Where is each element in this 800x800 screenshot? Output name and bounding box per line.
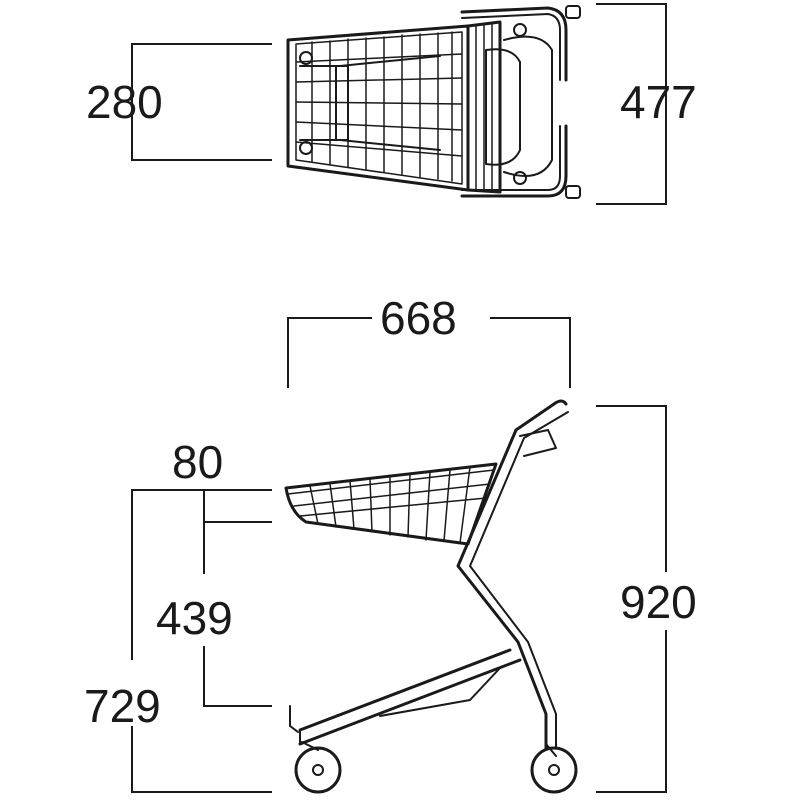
dim-line-basket-height xyxy=(131,489,272,793)
top-end-gate-wires xyxy=(475,23,493,192)
side-wheel-rear xyxy=(530,746,578,794)
side-main-frame xyxy=(456,399,568,750)
side-lower-tray xyxy=(379,667,501,717)
side-seat-flap xyxy=(519,429,557,457)
side-wheel-rear-hub xyxy=(548,764,560,776)
top-handle-frame-inner xyxy=(461,13,561,191)
dim-label-total-height: 920 xyxy=(620,576,697,628)
top-wheel-front-right xyxy=(299,141,313,155)
top-view-cart xyxy=(286,5,581,199)
top-wheel-rear-right xyxy=(565,185,581,199)
dim-line-total-height xyxy=(596,405,667,793)
dim-line-lower-height xyxy=(203,522,272,707)
side-wheel-front-hub xyxy=(312,764,324,776)
dim-label-top-width: 280 xyxy=(86,76,163,128)
top-hinge-left xyxy=(513,23,527,37)
dim-label-basket-depth: 80 xyxy=(172,436,223,488)
side-basket-wires xyxy=(309,466,471,544)
side-basket-rails xyxy=(287,469,495,517)
side-wheel-front xyxy=(294,746,342,794)
side-rear-caster xyxy=(545,743,557,757)
side-basket-outline xyxy=(284,462,498,546)
top-dimension-lines xyxy=(131,3,667,205)
side-dimension-lines xyxy=(131,317,667,793)
dim-label-side-length: 668 xyxy=(380,292,457,344)
dim-label-lower-height: 439 xyxy=(156,592,233,644)
top-basket-outline xyxy=(286,24,470,192)
side-main-frame-inner xyxy=(469,411,569,749)
dim-label-basket-height: 729 xyxy=(84,680,161,732)
dim-line-side-length xyxy=(287,317,571,388)
top-hinge-right xyxy=(513,171,527,185)
top-frame-crossbar xyxy=(335,65,349,141)
top-basket-horizontal-wires xyxy=(295,53,463,157)
top-handle-guard xyxy=(503,35,553,177)
side-view-cart xyxy=(284,399,578,794)
top-wheel-front-left xyxy=(299,51,313,65)
top-handle-frame xyxy=(460,6,568,198)
top-basket-vertical-wires xyxy=(311,31,453,182)
top-wheel-rear-left xyxy=(565,5,581,19)
dim-line-basket-depth xyxy=(203,490,272,523)
dim-label-top-length: 477 xyxy=(620,76,697,128)
side-front-bumper xyxy=(289,705,299,733)
side-base-frame xyxy=(298,648,522,746)
top-child-seat xyxy=(485,48,521,166)
dim-line-top-length xyxy=(596,3,667,205)
dim-line-top-width xyxy=(131,43,272,161)
